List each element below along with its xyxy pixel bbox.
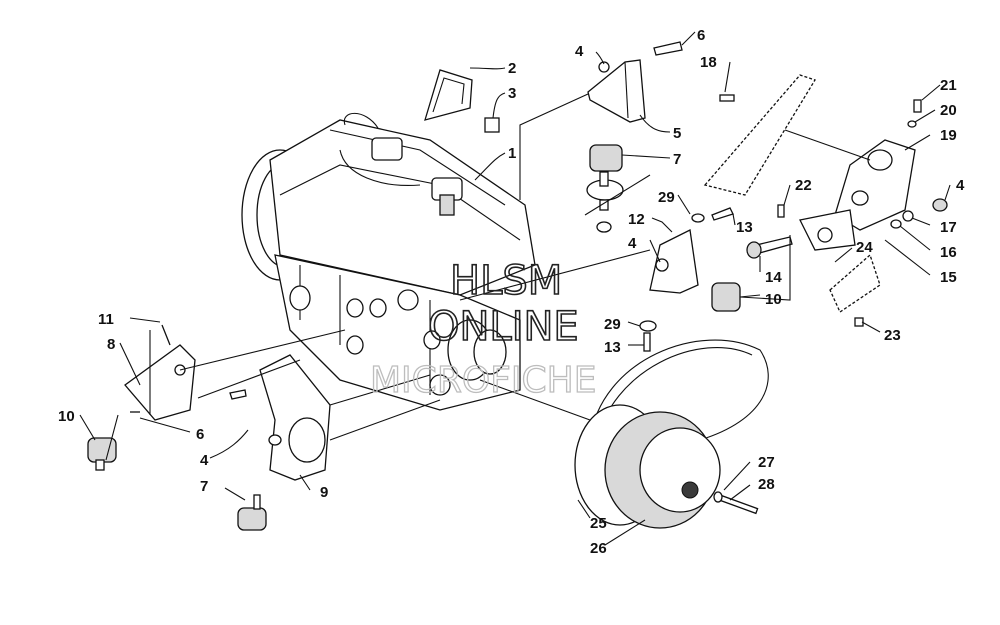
watermark-line3: MICROFICHE bbox=[370, 360, 596, 401]
callout-8: 8 bbox=[107, 336, 115, 353]
watermark-line2: ONLINE bbox=[428, 304, 579, 350]
callout-4c: 4 bbox=[200, 452, 209, 469]
callout-12: 12 bbox=[628, 211, 645, 228]
rubber-mount-right bbox=[711, 282, 741, 312]
callout-21: 21 bbox=[940, 77, 957, 94]
callout-9: 9 bbox=[320, 484, 328, 501]
callout-4b: 4 bbox=[628, 235, 637, 252]
callout-25: 25 bbox=[590, 515, 607, 532]
callout-22: 22 bbox=[795, 177, 812, 194]
callout-23: 23 bbox=[884, 327, 901, 344]
rubber-mount-lower bbox=[237, 494, 267, 531]
callout-17: 17 bbox=[940, 219, 957, 236]
callout-numbers: 2 3 1 4 6 18 5 7 21 20 19 4 22 29 12 13 … bbox=[58, 27, 965, 557]
callout-28: 28 bbox=[758, 476, 775, 493]
callout-16: 16 bbox=[940, 244, 957, 261]
watermark-line1: HLSM bbox=[450, 258, 562, 304]
callout-24: 24 bbox=[856, 239, 873, 256]
rubber-mount-upper bbox=[586, 144, 624, 233]
callout-13a: 13 bbox=[736, 219, 753, 236]
callout-2: 2 bbox=[508, 60, 516, 77]
assembly-lines bbox=[105, 93, 871, 461]
right-bracket-assembly bbox=[703, 74, 948, 327]
callout-6b: 6 bbox=[196, 426, 204, 443]
callout-14: 14 bbox=[765, 269, 782, 286]
left-bracket bbox=[124, 324, 196, 421]
callout-26: 26 bbox=[590, 540, 607, 557]
upper-mount-bracket bbox=[587, 41, 683, 123]
watermark: HLSM ONLINE MICROFICHE bbox=[369, 257, 597, 401]
callout-10b: 10 bbox=[765, 291, 782, 308]
leader-lines bbox=[79, 31, 951, 546]
callout-18: 18 bbox=[700, 54, 717, 71]
callout-27: 27 bbox=[758, 454, 775, 471]
rubber-mount-left bbox=[87, 437, 117, 471]
callout-5: 5 bbox=[673, 125, 681, 142]
callout-29b: 29 bbox=[604, 316, 621, 333]
callout-15: 15 bbox=[940, 269, 957, 286]
callout-13b: 13 bbox=[604, 339, 621, 356]
washer-bolt-lower bbox=[639, 320, 657, 352]
callout-29a: 29 bbox=[658, 189, 675, 206]
lower-mount-plate bbox=[229, 354, 331, 481]
callout-1: 1 bbox=[508, 145, 516, 162]
callout-4d: 4 bbox=[956, 177, 965, 194]
engine-assembly bbox=[241, 112, 536, 411]
callout-4a: 4 bbox=[575, 43, 584, 60]
drive-clutch-belt bbox=[574, 339, 769, 529]
callout-10a: 10 bbox=[58, 408, 75, 425]
callout-19: 19 bbox=[940, 127, 957, 144]
callout-7a: 7 bbox=[673, 151, 681, 168]
callout-11: 11 bbox=[98, 311, 114, 328]
lift-handle bbox=[424, 69, 500, 133]
callout-7b: 7 bbox=[200, 478, 208, 495]
front-bracket bbox=[649, 207, 734, 294]
callout-20: 20 bbox=[940, 102, 957, 119]
callout-6a: 6 bbox=[697, 27, 705, 44]
callout-3: 3 bbox=[508, 85, 516, 102]
